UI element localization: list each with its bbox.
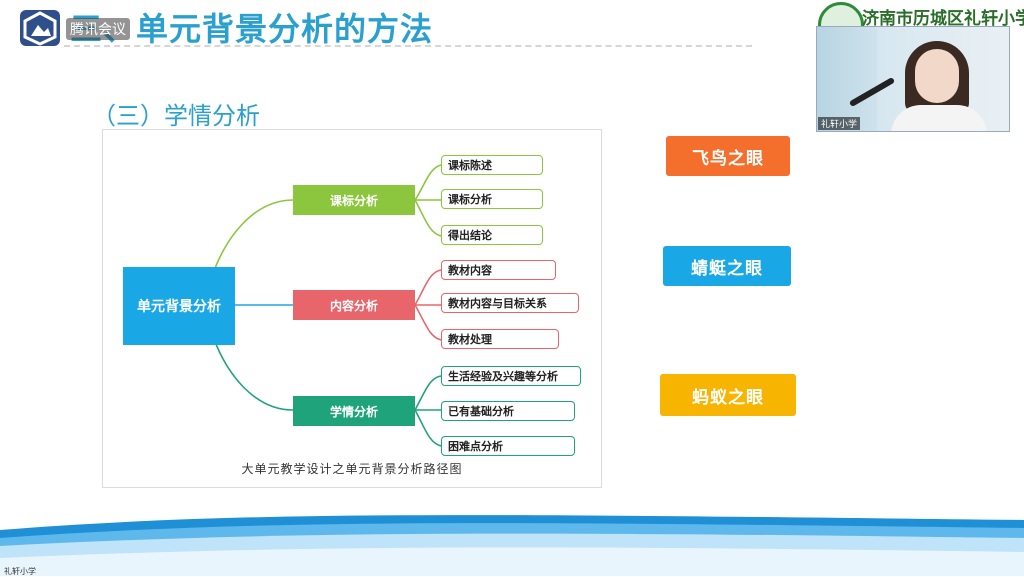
branch-content: 内容分析: [293, 290, 415, 320]
leaf-curriculum-1: 课标陈述: [441, 155, 543, 175]
title-divider: [64, 45, 752, 47]
mind-map-diagram: 单元背景分析 课标分析 内容分析 学情分析 课标陈述 课标分析 得出结论 教材内…: [102, 129, 602, 488]
section-heading: （三）学情分析: [92, 102, 260, 130]
footer-label: 礼轩小学: [4, 567, 36, 576]
diagram-caption: 大单元教学设计之单元背景分析路径图: [241, 462, 463, 476]
leaf-learner-2: 已有基础分析: [441, 401, 575, 421]
meeting-app-name: 腾讯会议: [66, 18, 130, 40]
ant-eye-button[interactable]: 蚂蚁之眼: [660, 374, 796, 416]
participant-name-label: 礼轩小学: [818, 117, 861, 130]
meeting-app-logo-icon: [20, 10, 60, 46]
leaf-curriculum-3: 得出结论: [441, 225, 543, 245]
school-name: 济南市历城区礼轩小学: [862, 9, 1024, 29]
leaf-curriculum-2: 课标分析: [441, 189, 543, 209]
leaf-content-2: 教材内容与目标关系: [441, 293, 579, 313]
slide-title: 三、单元背景分析的方法: [70, 10, 434, 48]
leaf-content-1: 教材内容: [441, 260, 556, 280]
leaf-learner-1: 生活经验及兴趣等分析: [441, 366, 581, 386]
branch-curriculum: 课标分析: [293, 185, 415, 215]
decorative-wave-banner: [0, 515, 1024, 576]
participant-video[interactable]: [816, 26, 1010, 132]
mind-map-root: 单元背景分析: [123, 267, 235, 345]
branch-learner: 学情分析: [293, 396, 415, 426]
leaf-content-3: 教材处理: [441, 329, 559, 349]
bird-eye-button[interactable]: 飞鸟之眼: [666, 136, 790, 176]
leaf-learner-3: 困难点分析: [441, 436, 575, 456]
dragonfly-eye-button[interactable]: 蜻蜓之眼: [663, 246, 791, 286]
